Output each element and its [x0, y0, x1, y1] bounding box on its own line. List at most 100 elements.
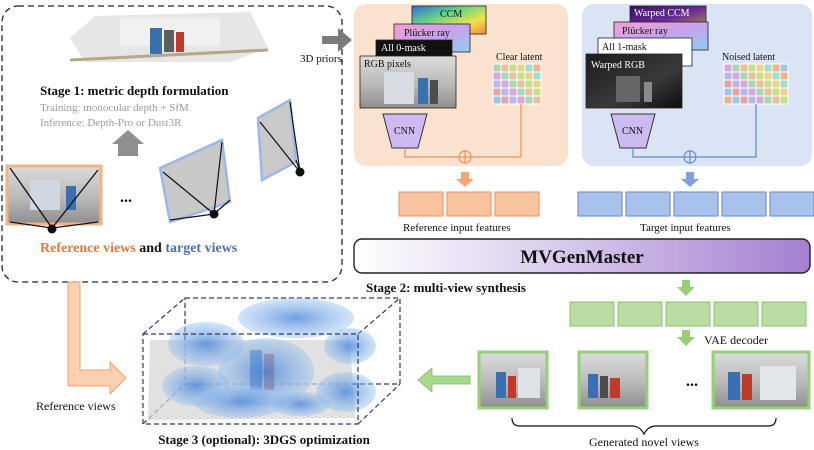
target-feature-block	[577, 191, 623, 217]
target-down-arrow-icon	[681, 172, 699, 187]
target-feature-block	[673, 191, 719, 217]
latent-cell	[747, 95, 757, 105]
latent-cell	[739, 87, 749, 97]
gaussian-splat-volume	[142, 297, 401, 425]
vae-decoder-label: VAE decoder	[704, 333, 768, 347]
reference-cnn-encoder	[382, 113, 428, 149]
priors-arrow-icon	[322, 28, 352, 52]
target-feature-block	[721, 191, 767, 217]
latent-cell	[524, 71, 534, 81]
latent-cell	[516, 63, 526, 73]
latent-cell	[508, 87, 518, 97]
rgb-pixels-layer-label: RGB pixels	[364, 59, 411, 70]
latent-cell	[739, 63, 749, 73]
latent-cell	[771, 63, 781, 73]
latent-cell	[524, 95, 534, 105]
synthesis-down-arrow-icon	[677, 280, 695, 296]
warped-rgb-layer-label: Warped RGB	[591, 60, 645, 71]
latent-cell	[739, 71, 749, 81]
latent-cell	[771, 79, 781, 89]
latent-cell	[532, 95, 542, 105]
to-3dgs-arrow-icon	[417, 367, 471, 393]
latent-cell	[771, 71, 781, 81]
latent-cell	[731, 63, 741, 73]
latent-cell	[492, 95, 502, 105]
model-name: MVGenMaster	[520, 247, 644, 268]
latent-cell	[500, 79, 510, 89]
latent-cell	[755, 79, 765, 89]
latent-cell	[508, 71, 518, 81]
latent-cell	[500, 87, 510, 97]
target-latent-connector	[697, 104, 757, 158]
latent-cell	[779, 71, 789, 81]
latent-cell	[723, 79, 733, 89]
latent-cell	[731, 79, 741, 89]
mvgenmaster-block	[353, 238, 811, 274]
noised-latent-grid	[723, 63, 789, 105]
latent-cell	[747, 79, 757, 89]
latent-cell	[747, 87, 757, 97]
reference-cnn-label: CNN	[394, 126, 415, 137]
generated-views-ellipsis: ...	[686, 373, 698, 390]
synthesized-feature-block	[761, 301, 807, 327]
reference-feature-block	[398, 191, 444, 217]
latent-cell	[516, 71, 526, 81]
reference-down-arrow-icon	[456, 172, 474, 187]
target-view-frustum	[256, 97, 305, 183]
stage1-title: Stage 1: metric depth formulation	[40, 83, 229, 98]
stage1-inference: Inference: Depth-Pro or Dust3R	[40, 117, 182, 129]
reference-latent-connector	[472, 104, 522, 158]
latent-cell	[731, 71, 741, 81]
reference-feature-blocks	[398, 191, 540, 217]
latent-cell	[524, 63, 534, 73]
views-ellipsis: ...	[120, 189, 132, 206]
ccm-layer-label: CCM	[440, 9, 462, 20]
target-feature-block	[769, 191, 814, 217]
stage1-training: Training: monocular depth + SfM	[40, 102, 189, 114]
latent-cell	[739, 95, 749, 105]
priors-label: 3D priors	[300, 53, 342, 65]
latent-cell	[779, 79, 789, 89]
latent-cell	[771, 87, 781, 97]
synthesized-feature-block	[665, 301, 711, 327]
synthesized-feature-block	[713, 301, 759, 327]
target-cnn-label: CNN	[622, 126, 643, 137]
views-caption-reference: Reference views	[40, 241, 136, 256]
latent-cell	[779, 87, 789, 97]
latent-cell	[763, 63, 773, 73]
reference-feature-block	[494, 191, 540, 217]
synthesized-feature-block	[569, 301, 615, 327]
views-caption-target: target views	[165, 241, 237, 256]
warped-rgb-layer	[585, 53, 683, 109]
latent-cell	[755, 63, 765, 73]
latent-cell	[508, 79, 518, 89]
latent-cell	[763, 95, 773, 105]
clear-latent-grid	[492, 63, 542, 105]
latent-cell	[755, 71, 765, 81]
target-feature-block	[625, 191, 671, 217]
plucker-ray-layer-label: Plücker ray	[404, 28, 450, 39]
latent-cell	[739, 79, 749, 89]
target-cnn-connector	[632, 148, 683, 158]
generated-views-label: Generated novel views	[589, 435, 699, 449]
all-one-mask-layer-label: All 1-mask	[602, 42, 647, 53]
reference-views-label: Reference views	[36, 399, 116, 413]
latent-cell	[723, 71, 733, 81]
reference-view-thumbnail	[5, 164, 103, 234]
target-view-frustum	[158, 138, 232, 224]
latent-cell	[532, 87, 542, 97]
views-caption: Reference views and target views	[40, 241, 238, 256]
stage3-title: Stage 3 (optional): 3DGS optimization	[158, 432, 370, 447]
reference-views-arrow-icon	[67, 281, 127, 396]
target-feature-blocks	[577, 191, 814, 217]
all-zero-mask-layer-label: All 0-mask	[381, 43, 426, 54]
target-plucker-ray-layer-label: Plücker ray	[622, 26, 668, 37]
latent-cell	[755, 87, 765, 97]
latent-cell	[492, 87, 502, 97]
latent-cell	[492, 79, 502, 89]
latent-cell	[747, 71, 757, 81]
views-caption-and: and	[136, 241, 166, 256]
latent-cell	[723, 87, 733, 97]
latent-cell	[516, 87, 526, 97]
latent-cell	[516, 95, 526, 105]
